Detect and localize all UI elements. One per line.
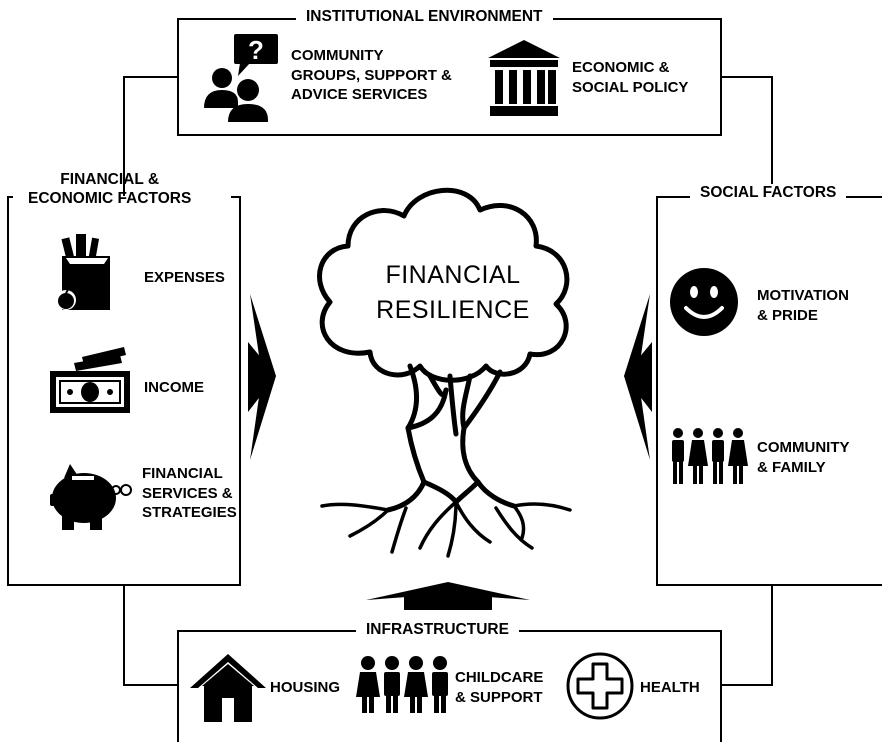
support-people-icon: ?	[204, 34, 278, 122]
grocery-bag-icon	[56, 234, 110, 310]
arrow-from-social	[624, 294, 652, 460]
svg-text:?: ?	[248, 35, 264, 65]
financial-box-top-border	[7, 196, 241, 198]
tree-icon	[317, 187, 572, 558]
financial-economic-title: FINANCIAL & ECONOMIC FACTORS	[28, 171, 192, 207]
smiley-face-icon	[670, 268, 738, 336]
health-label: HEALTH	[640, 679, 700, 696]
infrastructure-title: INFRASTRUCTURE	[356, 621, 519, 640]
house-icon	[190, 654, 266, 722]
social-factors-box	[656, 196, 882, 586]
government-building-icon	[488, 40, 560, 116]
health-cross-icon	[566, 652, 634, 720]
institutional-environment-title: INSTITUTIONAL ENVIRONMENT	[296, 8, 553, 27]
childcare-support-label: CHILDCARE & SUPPORT	[455, 669, 544, 706]
arrow-from-financial	[248, 294, 276, 460]
social-factors-title: SOCIAL FACTORS	[690, 184, 847, 203]
community-family-label: COMMUNITY & FAMILY	[757, 439, 850, 476]
arrow-from-infrastructure	[366, 582, 530, 610]
family-group-icon	[672, 428, 748, 484]
motivation-pride-label: MOTIVATION & PRIDE	[757, 287, 849, 324]
community-groups-label: COMMUNITY GROUPS, SUPPORT & ADVICE SERVI…	[291, 47, 452, 103]
cash-icon	[50, 347, 130, 413]
economic-social-policy-label: ECONOMIC & SOCIAL POLICY	[572, 59, 689, 96]
piggy-bank-icon	[50, 464, 132, 530]
financial-services-label: FINANCIAL SERVICES & STRATEGIES	[142, 465, 237, 521]
income-label: INCOME	[144, 379, 204, 396]
children-group-icon	[356, 656, 448, 713]
housing-label: HOUSING	[270, 679, 341, 696]
financial-resilience-title: FINANCIAL RESILIENCE	[376, 261, 530, 324]
expenses-label: EXPENSES	[144, 269, 225, 286]
